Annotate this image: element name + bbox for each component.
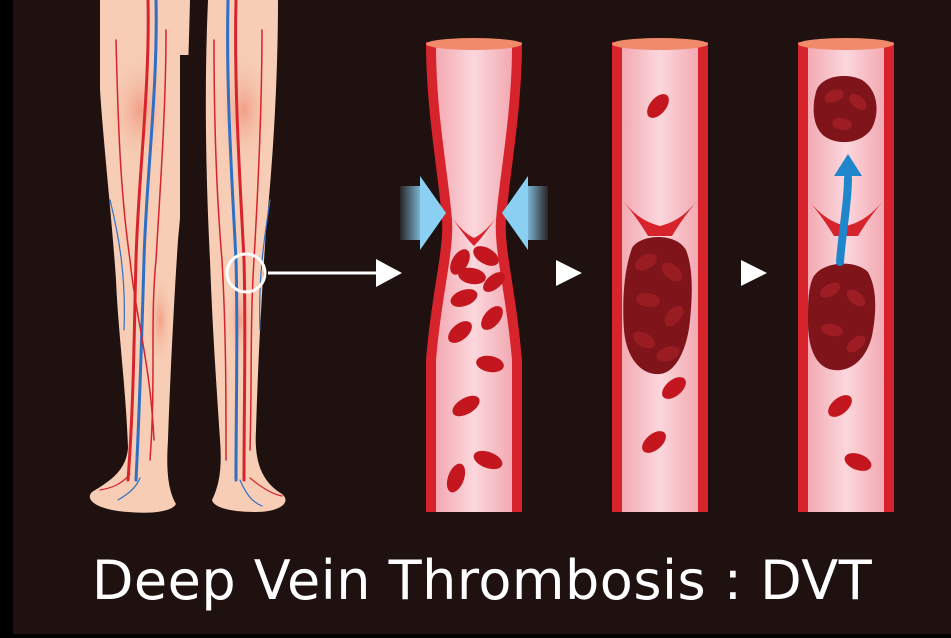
step-arrow-2 — [741, 260, 767, 286]
compressed-vein — [400, 38, 548, 512]
blood-clot — [623, 237, 692, 374]
vein-with-embolus — [798, 38, 894, 512]
pointer-arrow-head — [376, 259, 402, 287]
step-arrow-1 — [556, 260, 582, 286]
vein-with-clot — [612, 38, 708, 512]
dvt-infographic: Deep Vein Thrombosis : DVT — [13, 0, 951, 634]
embolus — [814, 76, 877, 142]
page-title: Deep Vein Thrombosis : DVT — [13, 548, 951, 614]
legs-anatomy — [90, 0, 402, 513]
illustration — [13, 0, 951, 550]
